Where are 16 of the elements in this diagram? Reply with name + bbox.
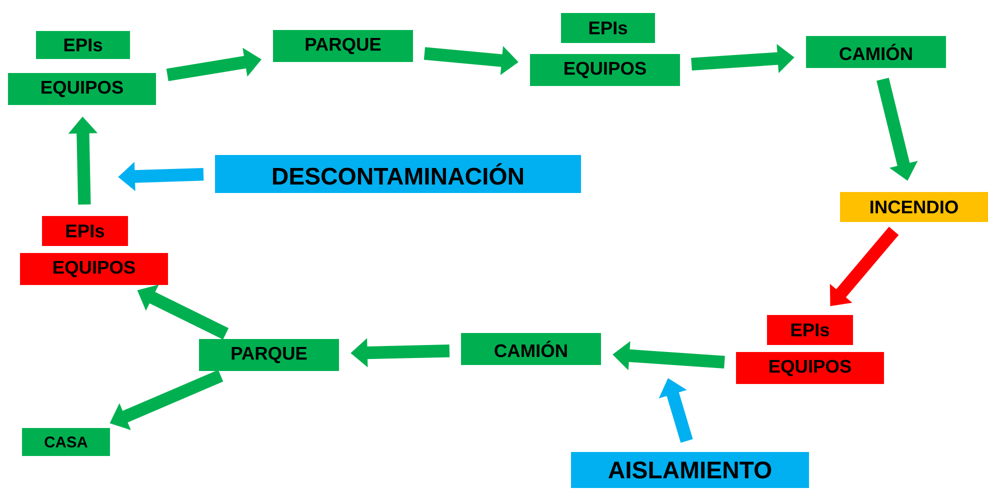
label-box: EPIs	[561, 13, 655, 43]
label-box: PARQUE	[273, 30, 413, 62]
label-box: INCENDIO	[840, 192, 988, 222]
label-box: EPIs	[36, 31, 130, 59]
label-box: CASA	[22, 428, 110, 456]
label-box: CAMIÓN	[806, 36, 946, 68]
label-box: EQUIPOS	[530, 54, 680, 86]
label-box: EPIs	[42, 216, 128, 246]
label-box: EPIs	[767, 315, 853, 345]
label-box: CAMIÓN	[461, 333, 601, 365]
label-box: EQUIPOS	[8, 73, 156, 105]
label-box: EQUIPOS	[20, 253, 168, 285]
label-box: AISLAMIENTO	[571, 452, 809, 488]
label-box: DESCONTAMINACIÓN	[215, 155, 581, 193]
label-box: EQUIPOS	[736, 352, 884, 384]
label-box: PARQUE	[199, 339, 339, 371]
